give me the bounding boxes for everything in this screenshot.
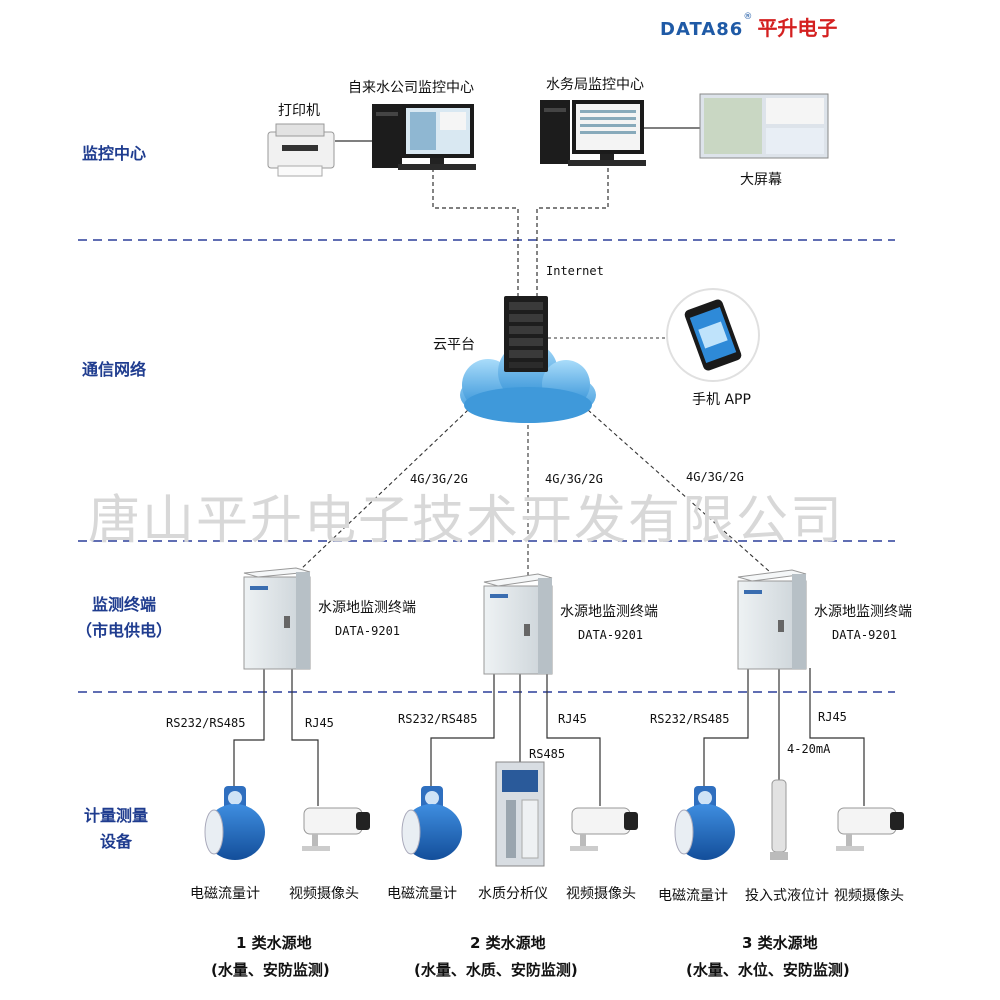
- flowmeter-icon-2: [401, 786, 462, 860]
- analyzer-icon: [495, 761, 545, 867]
- label-printer: 打印机: [278, 103, 320, 119]
- device-level-meter-3: 投入式液位计: [745, 888, 829, 904]
- watermark-company: 唐山平升电子技术开发有限公司: [88, 491, 845, 551]
- iface-rs232-485-3: RS232/RS485: [650, 712, 730, 726]
- section-network: 通信网络: [82, 360, 147, 379]
- label-big-screen: 大屏幕: [740, 172, 782, 188]
- level-meter-icon: [770, 779, 788, 860]
- device-analyzer-2: 水质分析仪: [478, 886, 548, 902]
- terminal-1-model: DATA-9201: [335, 624, 401, 638]
- wireless-links: [299, 409, 771, 578]
- iface-rj45-1: RJ45: [305, 716, 334, 730]
- top-connections: [432, 168, 609, 300]
- category-3-sub: (水量、水位、安防监测): [686, 961, 850, 979]
- section-terminal-power: （市电供电）: [76, 621, 173, 640]
- iface-rj45-2: RJ45: [558, 712, 587, 726]
- brand-logo: DATA86® 平升电子: [660, 12, 837, 41]
- section-monitoring-center: 监控中心: [82, 144, 147, 163]
- category-3-title: 3 类水源地: [742, 934, 818, 952]
- terminal-box-1: [243, 567, 311, 670]
- iface-4-20ma-3: 4-20mA: [787, 742, 831, 756]
- terminal-1-name: 水源地监测终端: [318, 600, 416, 616]
- section-measurement: 计量测量: [84, 806, 149, 825]
- label-water-bureau: 水务局监控中心: [546, 77, 644, 93]
- terminal-2-name: 水源地监测终端: [560, 604, 658, 620]
- link-label-1: 4G/3G/2G: [410, 472, 468, 486]
- flowmeter-icon-3: [674, 786, 735, 860]
- server-icon: [504, 296, 548, 372]
- terminal-box-3: [737, 569, 807, 670]
- logo-en: DATA86: [660, 19, 744, 40]
- camera-icon-1: [302, 807, 370, 851]
- category-1-title: 1 类水源地: [236, 934, 312, 952]
- camera-icon-2: [570, 807, 638, 851]
- camera-icon-3: [836, 807, 904, 851]
- label-cloud-platform: 云平台: [433, 337, 475, 353]
- terminal-box-2: [483, 573, 553, 675]
- section-terminal: 监测终端: [92, 595, 157, 614]
- printer-icon: [267, 123, 335, 177]
- wired-links: [233, 668, 865, 806]
- label-mobile-app: 手机 APP: [692, 392, 751, 408]
- label-water-company: 自来水公司监控中心: [348, 80, 474, 96]
- category-2-title: 2 类水源地: [470, 934, 546, 952]
- link-label-2: 4G/3G/2G: [545, 472, 603, 486]
- link-label-3: 4G/3G/2G: [686, 470, 744, 484]
- logo-registered: ®: [743, 12, 753, 22]
- iface-rs485-2: RS485: [529, 747, 566, 761]
- terminal-2-model: DATA-9201: [578, 628, 644, 642]
- device-flowmeter-1: 电磁流量计: [190, 886, 260, 902]
- category-2-sub: (水量、水质、安防监测): [414, 961, 578, 979]
- big-screen-icon: [699, 93, 829, 159]
- phone-app-icon: [666, 288, 760, 382]
- pc-water-company-icon: [372, 104, 476, 170]
- terminal-3-name: 水源地监测终端: [814, 604, 912, 620]
- device-camera-3: 视频摄像头: [834, 888, 904, 904]
- label-internet: Internet: [546, 264, 604, 278]
- device-camera-1: 视频摄像头: [289, 886, 359, 902]
- device-flowmeter-3: 电磁流量计: [658, 888, 728, 904]
- pc-water-bureau-icon: [540, 100, 646, 166]
- logo-cn: 平升电子: [757, 16, 838, 40]
- section-dividers: [78, 239, 895, 693]
- iface-rs232-485-1: RS232/RS485: [166, 716, 246, 730]
- section-measurement-equipment: 设备: [100, 832, 133, 851]
- flowmeter-icon-1: [204, 786, 265, 860]
- terminal-3-model: DATA-9201: [832, 628, 898, 642]
- iface-rs232-485-2: RS232/RS485: [398, 712, 478, 726]
- iface-rj45-3: RJ45: [818, 710, 847, 724]
- device-flowmeter-2: 电磁流量计: [387, 886, 457, 902]
- device-camera-2: 视频摄像头: [566, 886, 636, 902]
- category-1-sub: (水量、安防监测): [211, 961, 330, 979]
